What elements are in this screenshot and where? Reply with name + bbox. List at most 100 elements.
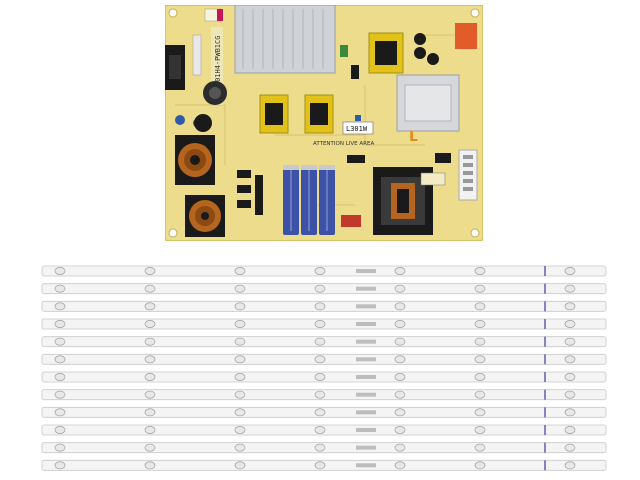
led-lens bbox=[54, 320, 66, 328]
led-lens bbox=[54, 390, 66, 399]
corner-l-mark: L bbox=[409, 129, 418, 145]
led-lens bbox=[474, 320, 486, 328]
led-lens bbox=[314, 355, 326, 364]
led-lens bbox=[474, 390, 486, 399]
led-lens bbox=[234, 355, 246, 364]
led-lens bbox=[234, 337, 246, 346]
led-lens bbox=[54, 373, 66, 381]
led-lens bbox=[474, 373, 486, 381]
led-strip bbox=[41, 424, 607, 436]
transformer-id-label bbox=[420, 172, 446, 186]
led-strip-print bbox=[356, 357, 376, 362]
led-lens bbox=[144, 461, 156, 470]
led-strip-print bbox=[356, 269, 376, 273]
led-lens bbox=[564, 390, 576, 399]
led-strip bbox=[41, 371, 607, 383]
led-lens bbox=[234, 267, 246, 275]
output-connector-top bbox=[455, 23, 477, 49]
power-supply-board: 40-L301H4-PWB1CG bbox=[165, 5, 483, 241]
led-lens bbox=[54, 267, 66, 275]
transformer-b bbox=[304, 94, 334, 134]
led-lens bbox=[234, 302, 246, 311]
led-lens bbox=[564, 302, 576, 311]
led-lens bbox=[394, 337, 406, 346]
led-lens bbox=[394, 390, 406, 399]
led-strip-print bbox=[356, 286, 376, 291]
led-strip-print bbox=[356, 375, 376, 379]
led-lens bbox=[564, 373, 576, 381]
led-lens bbox=[564, 337, 576, 346]
led-lens bbox=[144, 408, 156, 417]
ac-input-socket bbox=[169, 55, 181, 79]
green-component bbox=[340, 45, 348, 57]
led-lens bbox=[394, 267, 406, 275]
output-capacitors bbox=[414, 33, 439, 65]
led-lens bbox=[564, 443, 576, 452]
led-lens bbox=[564, 426, 576, 434]
connector-pins bbox=[463, 155, 473, 191]
blue-component bbox=[355, 115, 361, 121]
led-lens bbox=[564, 267, 576, 275]
led-lens bbox=[54, 337, 66, 346]
led-lens bbox=[234, 408, 246, 417]
power-supply-board-drawing: 40-L301H4-PWB1CG bbox=[165, 5, 483, 241]
led-lens bbox=[474, 267, 486, 275]
small-components bbox=[237, 65, 451, 215]
small-inductor bbox=[194, 114, 212, 132]
led-strip bbox=[41, 265, 607, 277]
led-lens bbox=[234, 426, 246, 434]
led-strip-print bbox=[356, 428, 376, 432]
heatsink-top bbox=[234, 5, 336, 74]
main-transformer bbox=[373, 167, 433, 235]
led-lens bbox=[564, 320, 576, 328]
led-strips-drawing bbox=[41, 265, 607, 471]
led-lens bbox=[474, 284, 486, 293]
led-lens bbox=[314, 337, 326, 346]
led-strip bbox=[41, 336, 607, 348]
l301w-label: L301W bbox=[346, 125, 368, 133]
led-lens bbox=[474, 408, 486, 417]
led-strip bbox=[41, 283, 607, 295]
film-capacitor bbox=[341, 215, 361, 227]
led-strip bbox=[41, 300, 607, 312]
led-lens bbox=[474, 355, 486, 364]
led-lens bbox=[314, 373, 326, 381]
led-lens bbox=[314, 302, 326, 311]
led-strip bbox=[41, 353, 607, 365]
led-strip-print bbox=[356, 322, 376, 326]
led-lens bbox=[314, 267, 326, 275]
led-lens bbox=[144, 390, 156, 399]
led-lens bbox=[144, 267, 156, 275]
transformer-top-right bbox=[368, 32, 404, 74]
led-lens bbox=[144, 302, 156, 311]
led-lens bbox=[314, 390, 326, 399]
transformer-a bbox=[259, 94, 289, 134]
led-lens bbox=[54, 302, 66, 311]
led-lens bbox=[54, 408, 66, 417]
led-lens bbox=[144, 337, 156, 346]
led-lens bbox=[314, 320, 326, 328]
led-lens bbox=[394, 355, 406, 364]
led-strip bbox=[41, 459, 607, 471]
led-lens bbox=[394, 426, 406, 434]
led-lens bbox=[144, 373, 156, 381]
led-lens bbox=[54, 426, 66, 434]
led-lens bbox=[144, 426, 156, 434]
l301w-sticker bbox=[342, 121, 374, 135]
led-strip-print bbox=[356, 445, 376, 450]
led-lens bbox=[474, 443, 486, 452]
led-lens bbox=[394, 284, 406, 293]
led-lens bbox=[144, 320, 156, 328]
led-strip-print bbox=[356, 410, 376, 415]
led-lens bbox=[314, 443, 326, 452]
led-lens bbox=[234, 461, 246, 470]
led-strips-group bbox=[40, 263, 608, 475]
led-lens bbox=[394, 320, 406, 328]
model-label: 40-L301H4-PWB1CG bbox=[214, 36, 222, 103]
led-strip-print bbox=[356, 339, 376, 344]
mounting-holes bbox=[168, 8, 480, 238]
led-strip-print bbox=[356, 304, 376, 309]
led-lens bbox=[54, 355, 66, 364]
fuse bbox=[192, 34, 202, 76]
led-strip-print bbox=[356, 392, 376, 397]
